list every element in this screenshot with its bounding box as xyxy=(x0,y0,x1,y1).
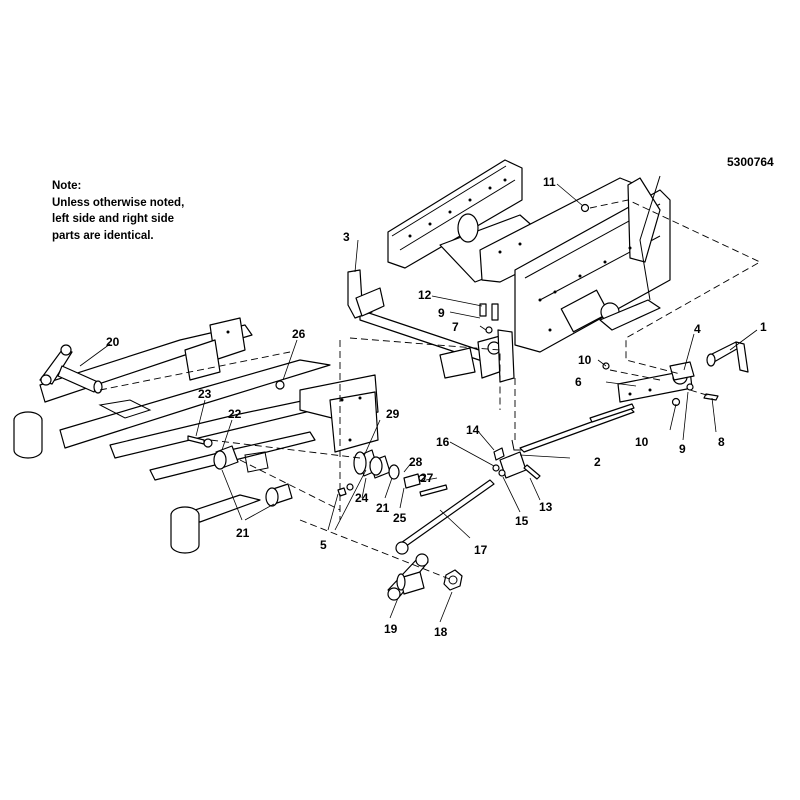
callout-23: 23 xyxy=(198,387,212,401)
handle-part-1 xyxy=(706,341,749,373)
callout-25: 25 xyxy=(393,511,407,525)
note-block: Note: Unless otherwise noted, left side … xyxy=(52,178,184,244)
note-line: parts are identical. xyxy=(52,229,154,242)
note-line: left side and right side xyxy=(52,213,175,225)
note-heading: Note: xyxy=(52,180,82,192)
callout-21-left: 21 xyxy=(236,526,250,540)
callout-6: 6 xyxy=(575,375,582,389)
rear-frame-assembly xyxy=(387,159,671,353)
callout-1: 1 xyxy=(760,320,767,334)
leader-lines xyxy=(79,183,758,623)
small-hardware xyxy=(187,203,719,448)
clevis-assembly xyxy=(492,447,541,480)
callout-5: 5 xyxy=(320,538,327,552)
callout-28: 28 xyxy=(409,455,423,469)
callout-29: 29 xyxy=(386,407,400,421)
callout-2: 2 xyxy=(594,455,601,469)
lift-arm-part-19 xyxy=(387,553,429,601)
lift-arm-part-20 xyxy=(39,344,103,394)
callout-12: 12 xyxy=(418,288,432,302)
callout-16: 16 xyxy=(436,435,450,449)
callout-15: 15 xyxy=(515,514,529,528)
callout-24: 24 xyxy=(355,491,369,505)
nut-part-18 xyxy=(443,569,463,591)
link-rod-part-2 xyxy=(511,403,635,453)
callout-4: 4 xyxy=(694,322,701,336)
lift-rod-part-17 xyxy=(395,479,495,555)
callout-21-center: 21 xyxy=(376,501,390,515)
frame-holes xyxy=(408,178,632,332)
callout-9-upper: 9 xyxy=(438,306,445,320)
bushing-set xyxy=(213,445,448,507)
callout-17: 17 xyxy=(474,543,488,557)
callout-3: 3 xyxy=(343,230,350,244)
callout-27: 27 xyxy=(420,471,434,485)
callout-8: 8 xyxy=(718,435,725,449)
callout-22: 22 xyxy=(228,407,242,421)
callout-19: 19 xyxy=(384,622,398,636)
callout-20: 20 xyxy=(106,335,120,349)
callout-18: 18 xyxy=(434,625,448,639)
callout-labels: 1 2 3 4 5 5 6 7 8 9 9 10 10 11 12 13 14 … xyxy=(106,175,767,639)
alignment-lines xyxy=(99,199,761,581)
callout-14: 14 xyxy=(466,423,480,437)
callout-11: 11 xyxy=(543,175,556,189)
callout-10-upper: 10 xyxy=(578,353,592,367)
callout-10-lower: 10 xyxy=(635,435,649,449)
document-number: 5300764 xyxy=(727,155,774,169)
lift-shaft-part-3 xyxy=(347,269,515,383)
callout-26: 26 xyxy=(292,327,306,341)
callout-7: 7 xyxy=(452,320,459,334)
note-line: Unless otherwise noted, xyxy=(52,196,185,209)
callout-13: 13 xyxy=(539,500,553,514)
callout-9-lower: 9 xyxy=(679,442,686,456)
